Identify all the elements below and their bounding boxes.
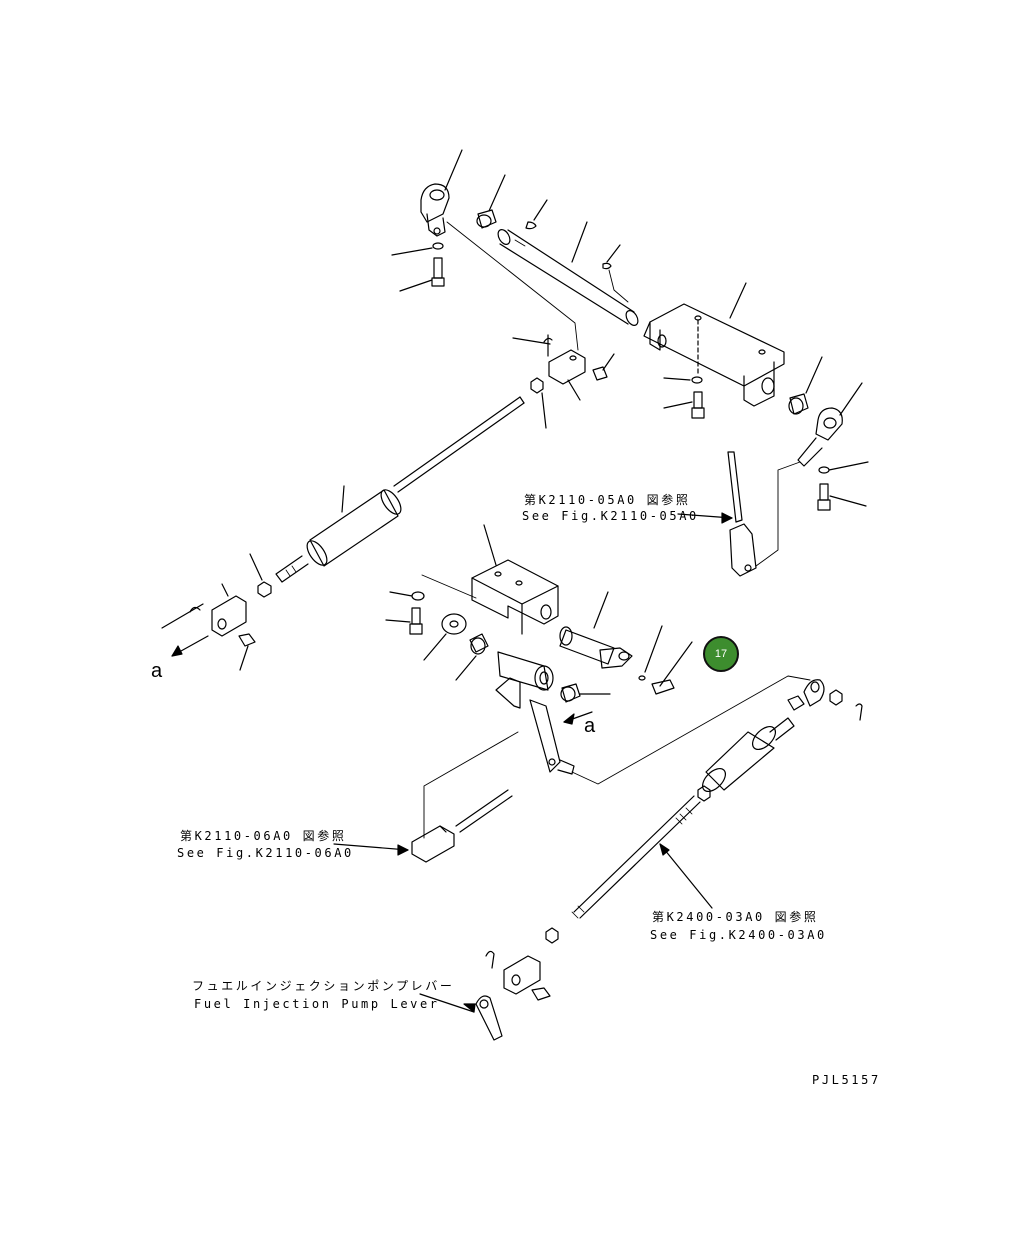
callout-k2400-03a0-jp: 第K2400-03A0 図参照 <box>652 910 819 924</box>
upper-right-rod <box>727 451 801 577</box>
callout-k2400-03a0-en: See Fig.K2400-03A0 <box>650 928 827 942</box>
callout-k2110-05a0-en: See Fig.K2110-05A0 <box>522 509 699 523</box>
callout-pump-lever-en: Fuel Injection Pump Lever <box>194 997 440 1011</box>
view-marker-a-left: a <box>151 660 163 682</box>
callout-leaders <box>171 512 733 856</box>
view-marker-a-center: a <box>584 715 596 737</box>
right-rod-assembly <box>419 679 863 1041</box>
callout-k2110-06a0-jp: 第K2110-06A0 図参照 <box>180 829 347 843</box>
left-rod-assembly <box>161 396 525 671</box>
upper-lever-assembly <box>391 149 869 511</box>
drawing-code: PJL5157 <box>812 1073 881 1087</box>
part-hotspot-badge[interactable]: 17 <box>703 636 739 672</box>
part-number-label: 17 <box>714 648 728 660</box>
callout-pump-lever-jp: フュエルインジェクションポンプレバー <box>192 979 455 993</box>
center-lever-assembly <box>385 524 811 863</box>
callout-k2110-06a0-en: See Fig.K2110-06A0 <box>177 846 354 860</box>
callout-k2110-05a0-jp: 第K2110-05A0 図参照 <box>524 493 691 507</box>
